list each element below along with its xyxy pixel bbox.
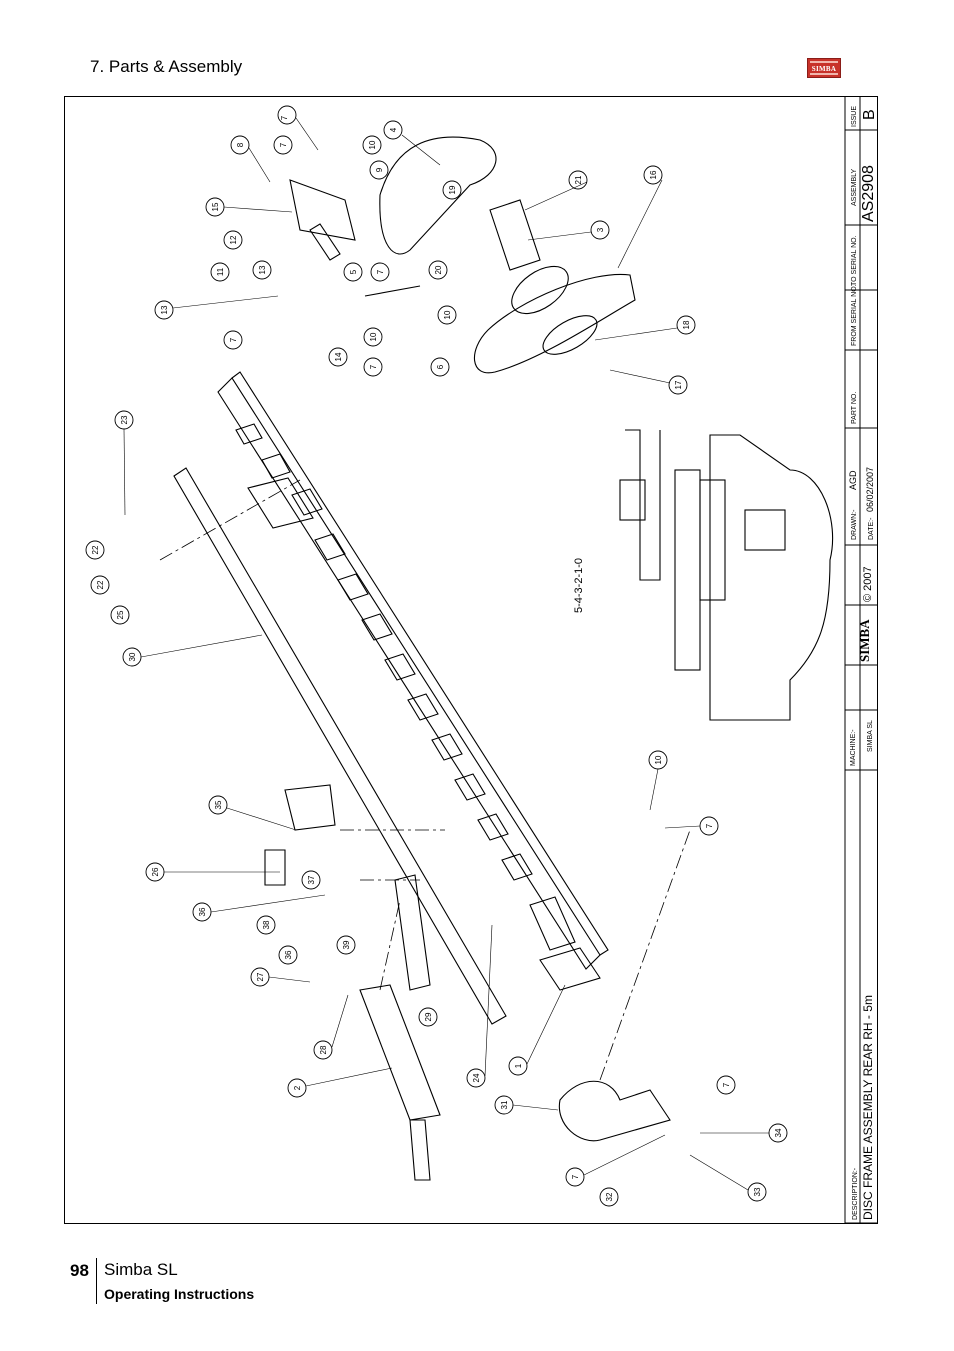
svg-text:7: 7 xyxy=(722,1082,731,1087)
svg-text:3: 3 xyxy=(596,227,605,232)
svg-text:31: 31 xyxy=(500,1100,509,1109)
svg-text:7: 7 xyxy=(705,823,714,828)
svg-text:19: 19 xyxy=(448,185,457,194)
svg-text:7: 7 xyxy=(369,364,378,369)
svg-text:34: 34 xyxy=(774,1128,783,1137)
svg-text:7: 7 xyxy=(279,142,288,147)
description: DISC FRAME ASSEMBLY REAR RH - 5m xyxy=(861,995,875,1220)
svg-text:32: 32 xyxy=(605,1192,614,1201)
svg-text:23: 23 xyxy=(120,415,129,424)
svg-text:39: 39 xyxy=(342,940,351,949)
copyright: © 2007 xyxy=(862,566,874,602)
svg-text:36: 36 xyxy=(284,950,293,959)
date-label: DATE:- xyxy=(868,517,875,540)
footer-subtitle: Operating Instructions xyxy=(104,1286,255,1302)
scale-note: 5-4-3-2-1-0 xyxy=(573,558,585,613)
part-no-label: PART NO. xyxy=(851,392,858,424)
svg-text:12: 12 xyxy=(229,235,238,244)
from-serial-label: FROM SERIAL NO. xyxy=(851,284,858,346)
logo-text: SIMBA xyxy=(811,65,837,73)
svg-text:11: 11 xyxy=(216,267,225,276)
drawn-by: AGD xyxy=(848,470,858,490)
svg-text:10: 10 xyxy=(369,332,378,341)
section-title: 7. Parts & Assembly xyxy=(90,57,243,76)
svg-text:17: 17 xyxy=(674,380,683,389)
svg-text:20: 20 xyxy=(434,265,443,274)
svg-text:4: 4 xyxy=(389,127,398,132)
svg-text:29: 29 xyxy=(424,1012,433,1021)
svg-text:13: 13 xyxy=(258,265,267,274)
svg-text:21: 21 xyxy=(574,175,583,184)
svg-text:6: 6 xyxy=(436,364,445,369)
svg-text:7: 7 xyxy=(376,269,385,274)
issue-label: ISSUE xyxy=(851,106,858,127)
svg-text:8: 8 xyxy=(236,142,245,147)
svg-text:22: 22 xyxy=(91,545,100,554)
svg-text:36: 36 xyxy=(198,907,207,916)
svg-text:10: 10 xyxy=(368,140,377,149)
drawing-frame xyxy=(64,96,878,1224)
footer-divider xyxy=(96,1258,97,1304)
svg-text:1: 1 xyxy=(514,1063,523,1068)
svg-text:22: 22 xyxy=(96,580,105,589)
svg-text:33: 33 xyxy=(753,1187,762,1196)
svg-text:18: 18 xyxy=(682,320,691,329)
machine-name: SIMBA SL xyxy=(867,720,874,752)
svg-text:13: 13 xyxy=(160,305,169,314)
machine-label: MACHINE:- xyxy=(850,729,857,766)
page-number: 98 xyxy=(70,1261,89,1280)
svg-text:24: 24 xyxy=(472,1073,481,1082)
svg-text:14: 14 xyxy=(334,352,343,361)
drawn-label: DRAWN:- xyxy=(851,509,858,540)
svg-text:10: 10 xyxy=(654,755,663,764)
svg-text:9: 9 xyxy=(375,167,384,172)
description-label: DESCRIPTION:- xyxy=(852,1167,859,1220)
to-serial-label: TO SERIAL NO. xyxy=(851,235,858,286)
svg-text:28: 28 xyxy=(319,1045,328,1054)
svg-text:10: 10 xyxy=(443,310,452,319)
date: 06/02/2007 xyxy=(865,467,875,512)
assembly-label: ASSEMBLY xyxy=(851,168,858,206)
svg-text:16: 16 xyxy=(649,170,658,179)
svg-text:27: 27 xyxy=(256,972,265,981)
assembly-number: AS2908 xyxy=(860,165,877,222)
svg-text:35: 35 xyxy=(214,800,223,809)
svg-text:2: 2 xyxy=(293,1085,302,1090)
svg-text:26: 26 xyxy=(151,867,160,876)
brand-mark: SIMBA xyxy=(857,619,872,662)
svg-text:7: 7 xyxy=(229,337,238,342)
footer-product: Simba SL xyxy=(104,1260,178,1279)
balloon-7: 7 xyxy=(280,115,289,120)
svg-text:5: 5 xyxy=(349,269,358,274)
svg-text:15: 15 xyxy=(211,202,220,211)
svg-text:7: 7 xyxy=(571,1174,580,1179)
svg-text:25: 25 xyxy=(116,610,125,619)
simba-logo: SIMBA xyxy=(807,58,841,78)
issue: B xyxy=(861,109,878,120)
svg-text:38: 38 xyxy=(262,920,271,929)
svg-text:30: 30 xyxy=(128,652,137,661)
svg-text:37: 37 xyxy=(307,875,316,884)
